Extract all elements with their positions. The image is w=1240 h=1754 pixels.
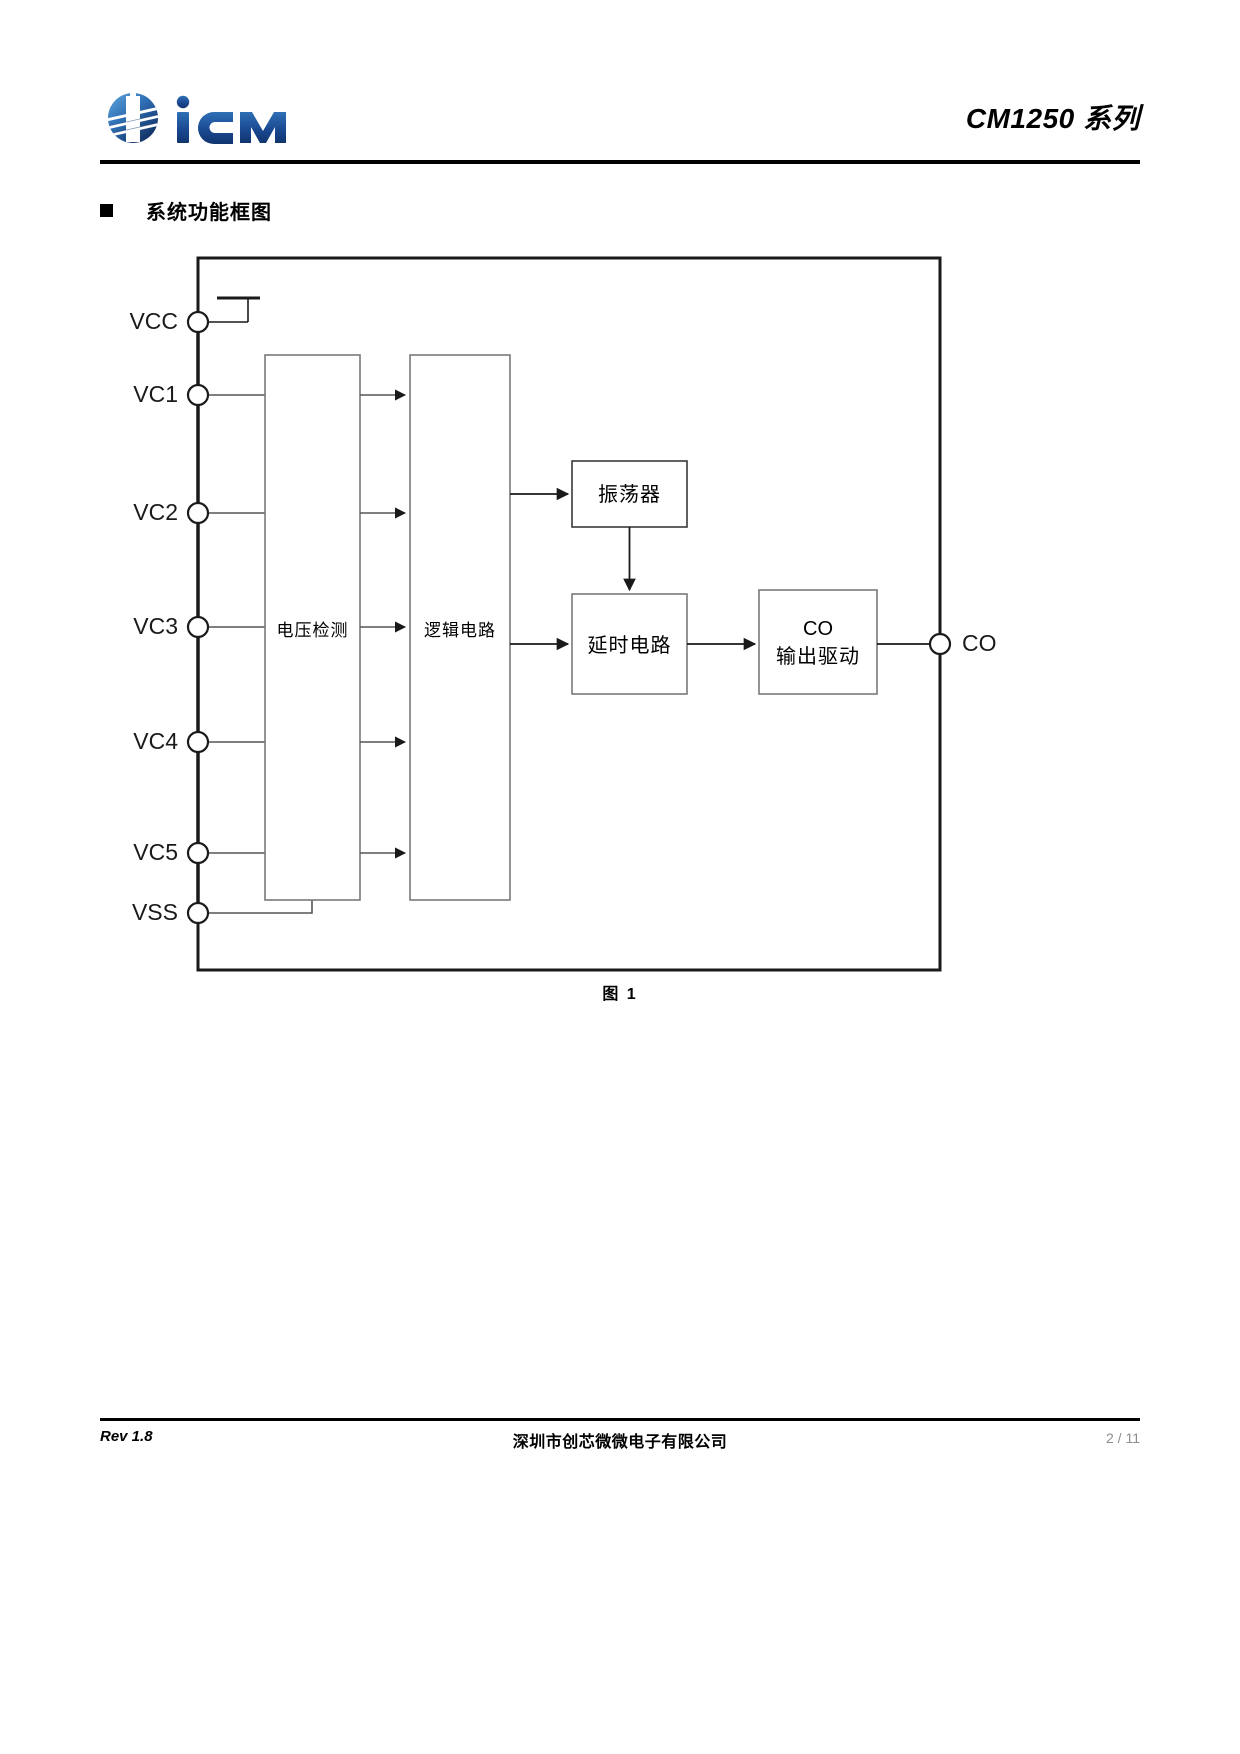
pin-label-co: CO [962,630,997,656]
pin-label-vc5: VC5 [133,839,178,865]
figure-caption: 图 1 [602,986,638,1003]
block-label-oscillator: 振荡器 [598,483,661,506]
block-logic-circuit: 逻辑电路 [409,354,511,901]
system-block-diagram: VCC VC1 VC2 VC3 [100,250,1140,1010]
block-voltage-detect: 电压检测 [264,354,361,901]
pin-vc2: VC2 [133,499,265,525]
pin-label-vc2: VC2 [133,499,178,525]
pin-vc1: VC1 [133,381,265,407]
block-delay-circuit: 延时电路 [571,593,688,695]
block-label-co-line1: CO [803,618,833,640]
footer-page-number: 2 / 11 [1106,1430,1140,1446]
section-heading-label: 系统功能框图 [146,201,272,224]
vd-to-logic-arrows [360,389,407,859]
pin-label-vc1: VC1 [133,381,178,407]
footer-company-name: 深圳市创芯微微电子有限公司 [512,1434,728,1451]
pin-vc3: VC3 [133,613,265,639]
footer-revision: Rev 1.8 [100,1428,153,1445]
block-label-co-line2: 输出驱动 [776,645,860,668]
pin-vcc: VCC [129,308,210,334]
page-header: CM1250 系列 [100,75,1140,165]
block-label-delay-circuit: 延时电路 [588,634,672,657]
section-heading: 系统功能框图 [100,197,272,224]
icm-battery-logo [100,83,400,153]
pin-label-vc3: VC3 [133,613,178,639]
block-oscillator: 振荡器 [571,460,688,528]
block-co-output-driver: CO 输出驱动 [758,589,878,695]
block-label-logic-circuit: 逻辑电路 [424,621,496,640]
pin-vc4: VC4 [133,728,265,754]
page-title: CM1250 系列 [965,103,1140,134]
pin-vss: VSS [132,898,313,925]
square-bullet-icon [100,203,113,217]
pin-co: CO [928,630,997,656]
footer-divider [100,1418,1140,1421]
vcc-top-stub [208,296,260,323]
pin-label-vcc: VCC [129,308,178,334]
pin-label-vss: VSS [132,899,178,925]
pin-vc5: VC5 [133,839,265,865]
block-label-voltage-detect: 电压检测 [277,621,349,640]
page-footer: Rev 1.8 深圳市创芯微微电子有限公司 2 / 11 [100,1428,1140,1458]
header-divider [100,160,1140,164]
pin-label-vc4: VC4 [133,728,178,754]
